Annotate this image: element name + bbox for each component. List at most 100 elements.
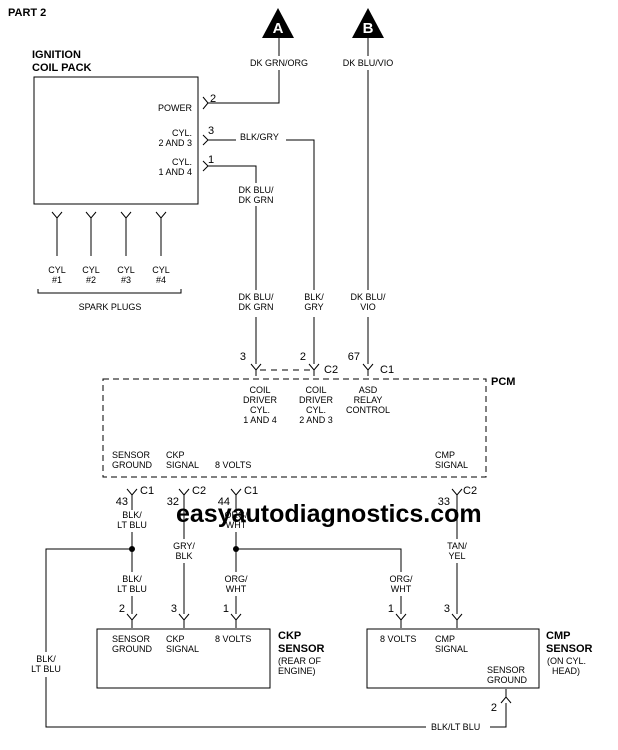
pcm-label-8-volts: 8 VOLTS <box>215 460 251 470</box>
spark-plug-4-label-b: #4 <box>156 275 166 285</box>
wire-label-dk-blu-dk-grn-2b: DK GRN <box>238 302 273 312</box>
cmp-chevron-2 <box>500 696 512 704</box>
wire-label-dk-blu-vio: DK BLU/VIO <box>343 58 394 68</box>
cmp-subtitle-1: (ON CYL. <box>547 656 586 666</box>
wire-label-dk-blu-dk-grn-1a: DK BLU/ <box>238 185 274 195</box>
ckp-chevron-2 <box>126 613 138 628</box>
pcm-conn-c2-top: C2 <box>324 364 338 376</box>
coil-pin-1: 1 <box>208 154 214 166</box>
ckp-pin-1: 1 <box>223 603 229 615</box>
ckp-subtitle-1: (REAR OF <box>278 656 322 666</box>
coil-terminal-cyl14-2: 1 AND 4 <box>158 167 192 177</box>
wire-label-org-wht-2b: WHT <box>226 584 247 594</box>
ckp-subtitle-2: ENGINE) <box>278 666 316 676</box>
wire-label-org-wht-1b: WHT <box>226 520 247 530</box>
wire-power <box>208 70 280 104</box>
connector-b-triangle <box>352 8 384 38</box>
pcm-label-sensor-ground-2: GROUND <box>112 460 152 470</box>
pcm-pin-2: 2 <box>300 351 306 363</box>
watermark: easyautodiagnostics.com <box>176 500 482 528</box>
spark-plug-2-terminal <box>85 211 97 256</box>
wire-blk-lt-blu-e <box>45 677 426 728</box>
pcm-label-coil23-4: 2 AND 3 <box>299 415 333 425</box>
pcm-top-chevron-67 <box>362 363 374 371</box>
wire-label-gry-blk-b: BLK <box>175 551 192 561</box>
wire-label-dk-blu-vio-2a: DK BLU/ <box>350 292 386 302</box>
ckp-terminal-ground-2: GROUND <box>112 644 152 654</box>
wire-label-dk-grn-org: DK GRN/ORG <box>250 58 308 68</box>
pcm-label-sensor-ground-1: SENSOR <box>112 450 151 460</box>
ckp-chevron-1 <box>230 613 242 628</box>
cmp-chevron-1 <box>395 613 407 628</box>
coil-terminal-power: POWER <box>158 103 193 113</box>
spark-plug-4-terminal <box>155 211 167 256</box>
pcm-top-chevron-2 <box>308 363 320 371</box>
wire-blk-lt-blu-d <box>45 548 132 652</box>
wire-label-tan-yel-b: YEL <box>448 551 465 561</box>
coil-pin-2: 2 <box>210 93 216 105</box>
connector-a: A <box>262 8 294 38</box>
part-label: PART 2 <box>8 7 46 19</box>
wire-blk-lt-blu-f <box>490 703 507 728</box>
wire-label-blk-gry-2b: GRY <box>304 302 323 312</box>
cmp-pin-2: 2 <box>491 702 497 714</box>
ckp-sensor-box <box>96 628 271 689</box>
wire-label-org-wht-3a: ORG/ <box>389 574 413 584</box>
spark-plugs-label: SPARK PLUGS <box>79 302 142 312</box>
cmp-sensor-box <box>366 628 540 689</box>
cmp-title-2: SENSOR <box>546 643 593 655</box>
wire-dk-blu-dk-grn-a <box>208 165 257 183</box>
pcm-conn-c1-top: C1 <box>380 364 394 376</box>
wire-label-blk-lt-blu-3b: LT BLU <box>31 664 61 674</box>
pcm-label-asd-3: CONTROL <box>346 405 390 415</box>
ckp-terminal-signal-2: SIGNAL <box>166 644 199 654</box>
ckp-terminal-8v: 8 VOLTS <box>215 634 251 644</box>
coil-terminal-cyl23-1: CYL. <box>172 128 192 138</box>
ckp-pin-3: 3 <box>171 603 177 615</box>
wire-label-dk-blu-vio-2b: VIO <box>360 302 376 312</box>
ckp-title-2: SENSOR <box>278 643 325 655</box>
spark-plug-1-label-a: CYL <box>48 265 66 275</box>
wire-label-blk-lt-blu-3a: BLK/ <box>36 654 56 664</box>
pcm-label-asd-2: RELAY <box>354 395 383 405</box>
coil-pin-3: 3 <box>208 125 214 137</box>
wire-label-gry-blk-a: GRY/ <box>173 541 195 551</box>
wire-label-blk-lt-blu-1b: LT BLU <box>117 520 147 530</box>
cmp-pin-3: 3 <box>444 603 450 615</box>
pcm-top-chevron-3 <box>250 363 262 371</box>
wire-blk-gry-b <box>286 139 315 290</box>
pcm-bottom-chevron-44 <box>230 488 242 496</box>
wire-org-wht-d <box>236 548 402 572</box>
cmp-pin-1: 1 <box>388 603 394 615</box>
pcm-conn-33: C2 <box>463 485 477 497</box>
coil-pack-box <box>33 76 199 205</box>
cmp-title-1: CMP <box>546 630 570 642</box>
pcm-label-coil23-3: CYL. <box>306 405 326 415</box>
pcm-label-asd-1: ASD <box>359 385 378 395</box>
connector-b-letter: B <box>363 20 374 37</box>
spark-plugs: CYL #1 CYL #2 CYL #3 CYL #4 SPARK PLUGS <box>37 211 182 312</box>
spark-plug-3-label-a: CYL <box>117 265 135 275</box>
coil-pack-title-2: COIL PACK <box>32 62 92 74</box>
wire-label-org-wht-3b: WHT <box>391 584 412 594</box>
pcm-conn-43: C1 <box>140 485 154 497</box>
wire-label-blk-lt-blu-2a: BLK/ <box>122 574 142 584</box>
coil-terminal-cyl14-1: CYL. <box>172 157 192 167</box>
connector-b: B <box>352 8 384 38</box>
ckp-terminal-ground-1: SENSOR <box>112 634 151 644</box>
cmp-subtitle-2: HEAD) <box>552 666 580 676</box>
wire-label-blk-lt-blu-1a: BLK/ <box>122 510 142 520</box>
pcm-label-cmp-2: SIGNAL <box>435 460 468 470</box>
pcm-title: PCM <box>491 376 515 388</box>
wire-label-dk-blu-dk-grn-2a: DK BLU/ <box>238 292 274 302</box>
ckp-terminal-signal-1: CKP <box>166 634 185 644</box>
wire-label-blk-lt-blu-inline: BLK/LT BLU <box>431 722 480 732</box>
pcm-label-coil14-1: COIL <box>249 385 270 395</box>
pcm-bottom-chevron-32 <box>178 488 190 496</box>
spark-plug-4-label-a: CYL <box>152 265 170 275</box>
cmp-terminal-ground-1: SENSOR <box>487 665 526 675</box>
pcm-label-coil23-1: COIL <box>305 385 326 395</box>
pcm-pin-43: 43 <box>116 496 128 508</box>
spark-plug-2-label-b: #2 <box>86 275 96 285</box>
